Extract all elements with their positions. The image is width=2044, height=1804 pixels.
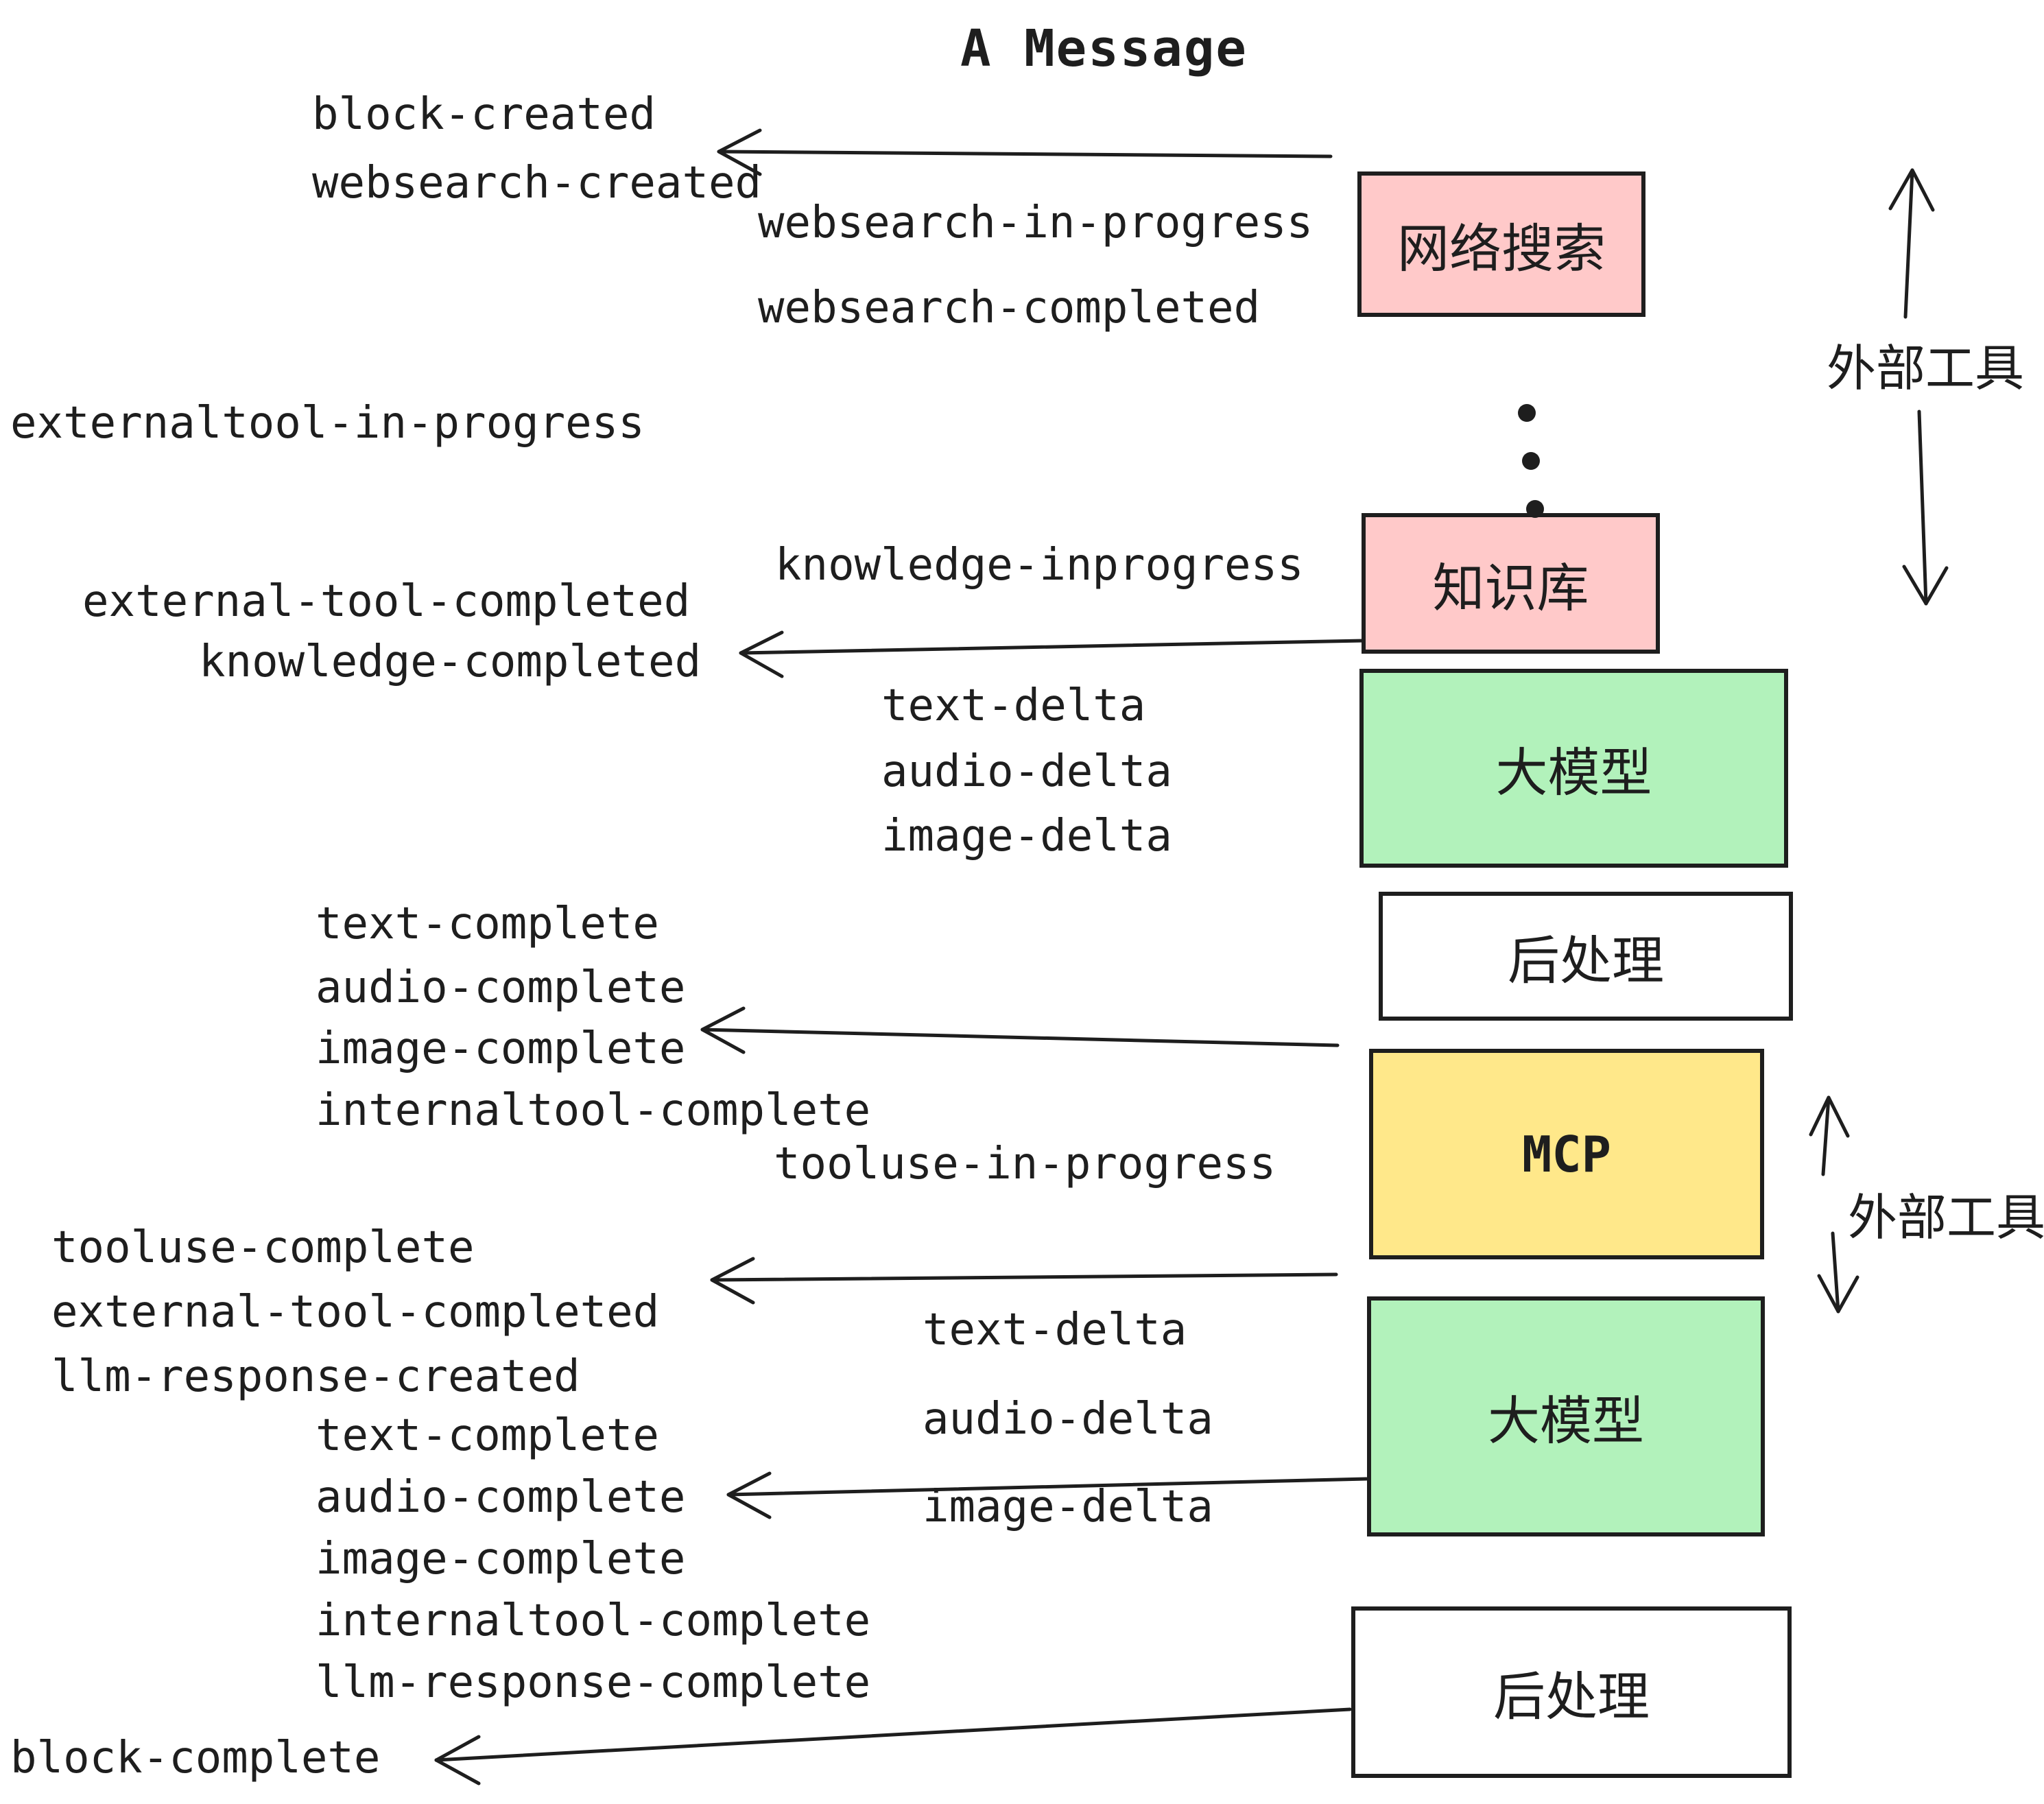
box-knowledge: 知识库	[1362, 513, 1660, 654]
event-label-text-complete-1: text-complete	[316, 899, 659, 949]
arrow-up-external-tools-mid-icon	[1809, 1095, 1850, 1176]
arrow-down-external-tools-mid-icon	[1817, 1231, 1859, 1314]
event-label-tooluse-complete: tooluse-complete	[51, 1222, 475, 1273]
box-llm-2: 大模型	[1367, 1296, 1765, 1536]
external-tools-label-mid: 外部工具	[1848, 1191, 2044, 1246]
box-postprocess-1: 后处理	[1379, 892, 1793, 1021]
event-label-websearch-completed: websearch-completed	[758, 283, 1261, 333]
event-label-llm-response-complete: llm-response-complete	[316, 1657, 871, 1708]
event-label-audio-complete-1: audio-complete	[316, 962, 686, 1013]
event-label-audio-complete-2: audio-complete	[316, 1472, 686, 1523]
arrow-left-tooluse-complete-icon	[710, 1257, 1338, 1305]
event-label-knowledge-completed: knowledge-completed	[199, 637, 702, 687]
box-mcp: MCP	[1369, 1049, 1764, 1259]
event-label-internaltool-complete-1: internaltool-complete	[316, 1085, 871, 1136]
arrow-up-external-tools-top-icon	[1888, 168, 1935, 319]
box-postprocess-2-label: 后处理	[1493, 1668, 1650, 1726]
vertical-ellipsis-icon	[1518, 404, 1544, 518]
event-label-external-tool-completed-2: external-tool-completed	[51, 1287, 660, 1338]
event-label-image-complete-2: image-complete	[316, 1534, 686, 1585]
event-label-audio-delta-2: audio-delta	[923, 1394, 1213, 1445]
arrow-left-image-complete-icon	[700, 1006, 1340, 1054]
event-label-image-delta-1: image-delta	[881, 811, 1172, 862]
event-label-text-delta-2: text-delta	[923, 1305, 1187, 1355]
event-label-internaltool-complete-2: internaltool-complete	[316, 1595, 871, 1646]
arrow-left-websearch-created-icon	[717, 128, 1333, 176]
box-websearch: 网络搜索	[1357, 171, 1645, 317]
event-label-block-complete: block-complete	[10, 1733, 381, 1783]
event-label-external-tool-completed: external-tool-completed	[82, 576, 691, 627]
event-label-block-created: block-created	[312, 89, 656, 140]
event-label-knowledge-inprogress: knowledge-inprogress	[775, 540, 1304, 591]
diagram-title: A Message	[960, 19, 1248, 78]
external-tools-label-top: 外部工具	[1827, 342, 2025, 396]
arrow-left-knowledge-completed-icon	[739, 630, 1366, 678]
event-label-image-complete-1: image-complete	[316, 1023, 686, 1074]
event-label-image-delta-2: image-delta	[923, 1482, 1213, 1532]
event-label-websearch-in-progress: websearch-in-progress	[758, 198, 1314, 248]
box-llm-1-label: 大模型	[1495, 744, 1652, 803]
event-label-text-delta-1: text-delta	[881, 680, 1146, 731]
arrow-down-external-tools-top-icon	[1902, 410, 1949, 606]
arrow-left-block-complete-icon	[434, 1707, 1352, 1785]
box-knowledge-label: 知识库	[1432, 559, 1589, 618]
box-postprocess-2: 后处理	[1351, 1606, 1792, 1778]
box-llm-1: 大模型	[1359, 669, 1788, 868]
box-postprocess-1-label: 后处理	[1508, 932, 1664, 990]
event-label-tooluse-in-progress: tooluse-in-progress	[774, 1139, 1276, 1189]
event-label-llm-response-created: llm-response-created	[51, 1351, 580, 1402]
event-label-audio-delta-1: audio-delta	[881, 746, 1172, 797]
box-llm-2-label: 大模型	[1488, 1392, 1644, 1451]
arrow-left-audio-complete-icon	[726, 1471, 1368, 1519]
event-label-text-complete-2: text-complete	[316, 1410, 659, 1461]
box-mcp-label: MCP	[1521, 1125, 1612, 1183]
event-label-websearch-created: websearch-created	[312, 158, 762, 209]
box-websearch-label: 网络搜索	[1397, 220, 1606, 278]
event-label-externaltool-in-progress: externaltool-in-progress	[10, 398, 645, 449]
